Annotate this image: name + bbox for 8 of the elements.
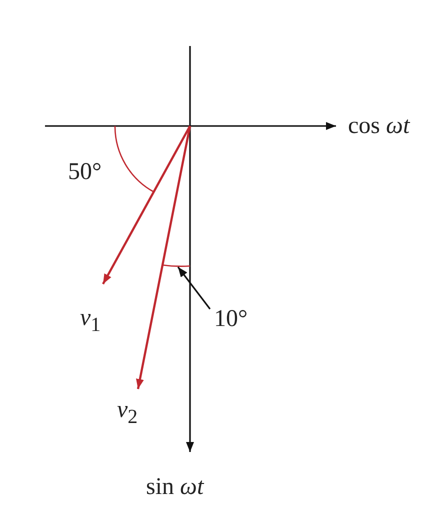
phasor-label: v$_{1}$ [80, 306, 101, 335]
phasor-label: v$_{2}$ [117, 398, 138, 427]
axis-label: sin ωt [146, 475, 204, 499]
angle-label: 10° [214, 307, 248, 331]
leader-line [177, 266, 211, 310]
angle-label: 50° [68, 160, 102, 184]
axis-label: cos ωt [348, 114, 410, 138]
angle-arc [162, 264, 190, 267]
